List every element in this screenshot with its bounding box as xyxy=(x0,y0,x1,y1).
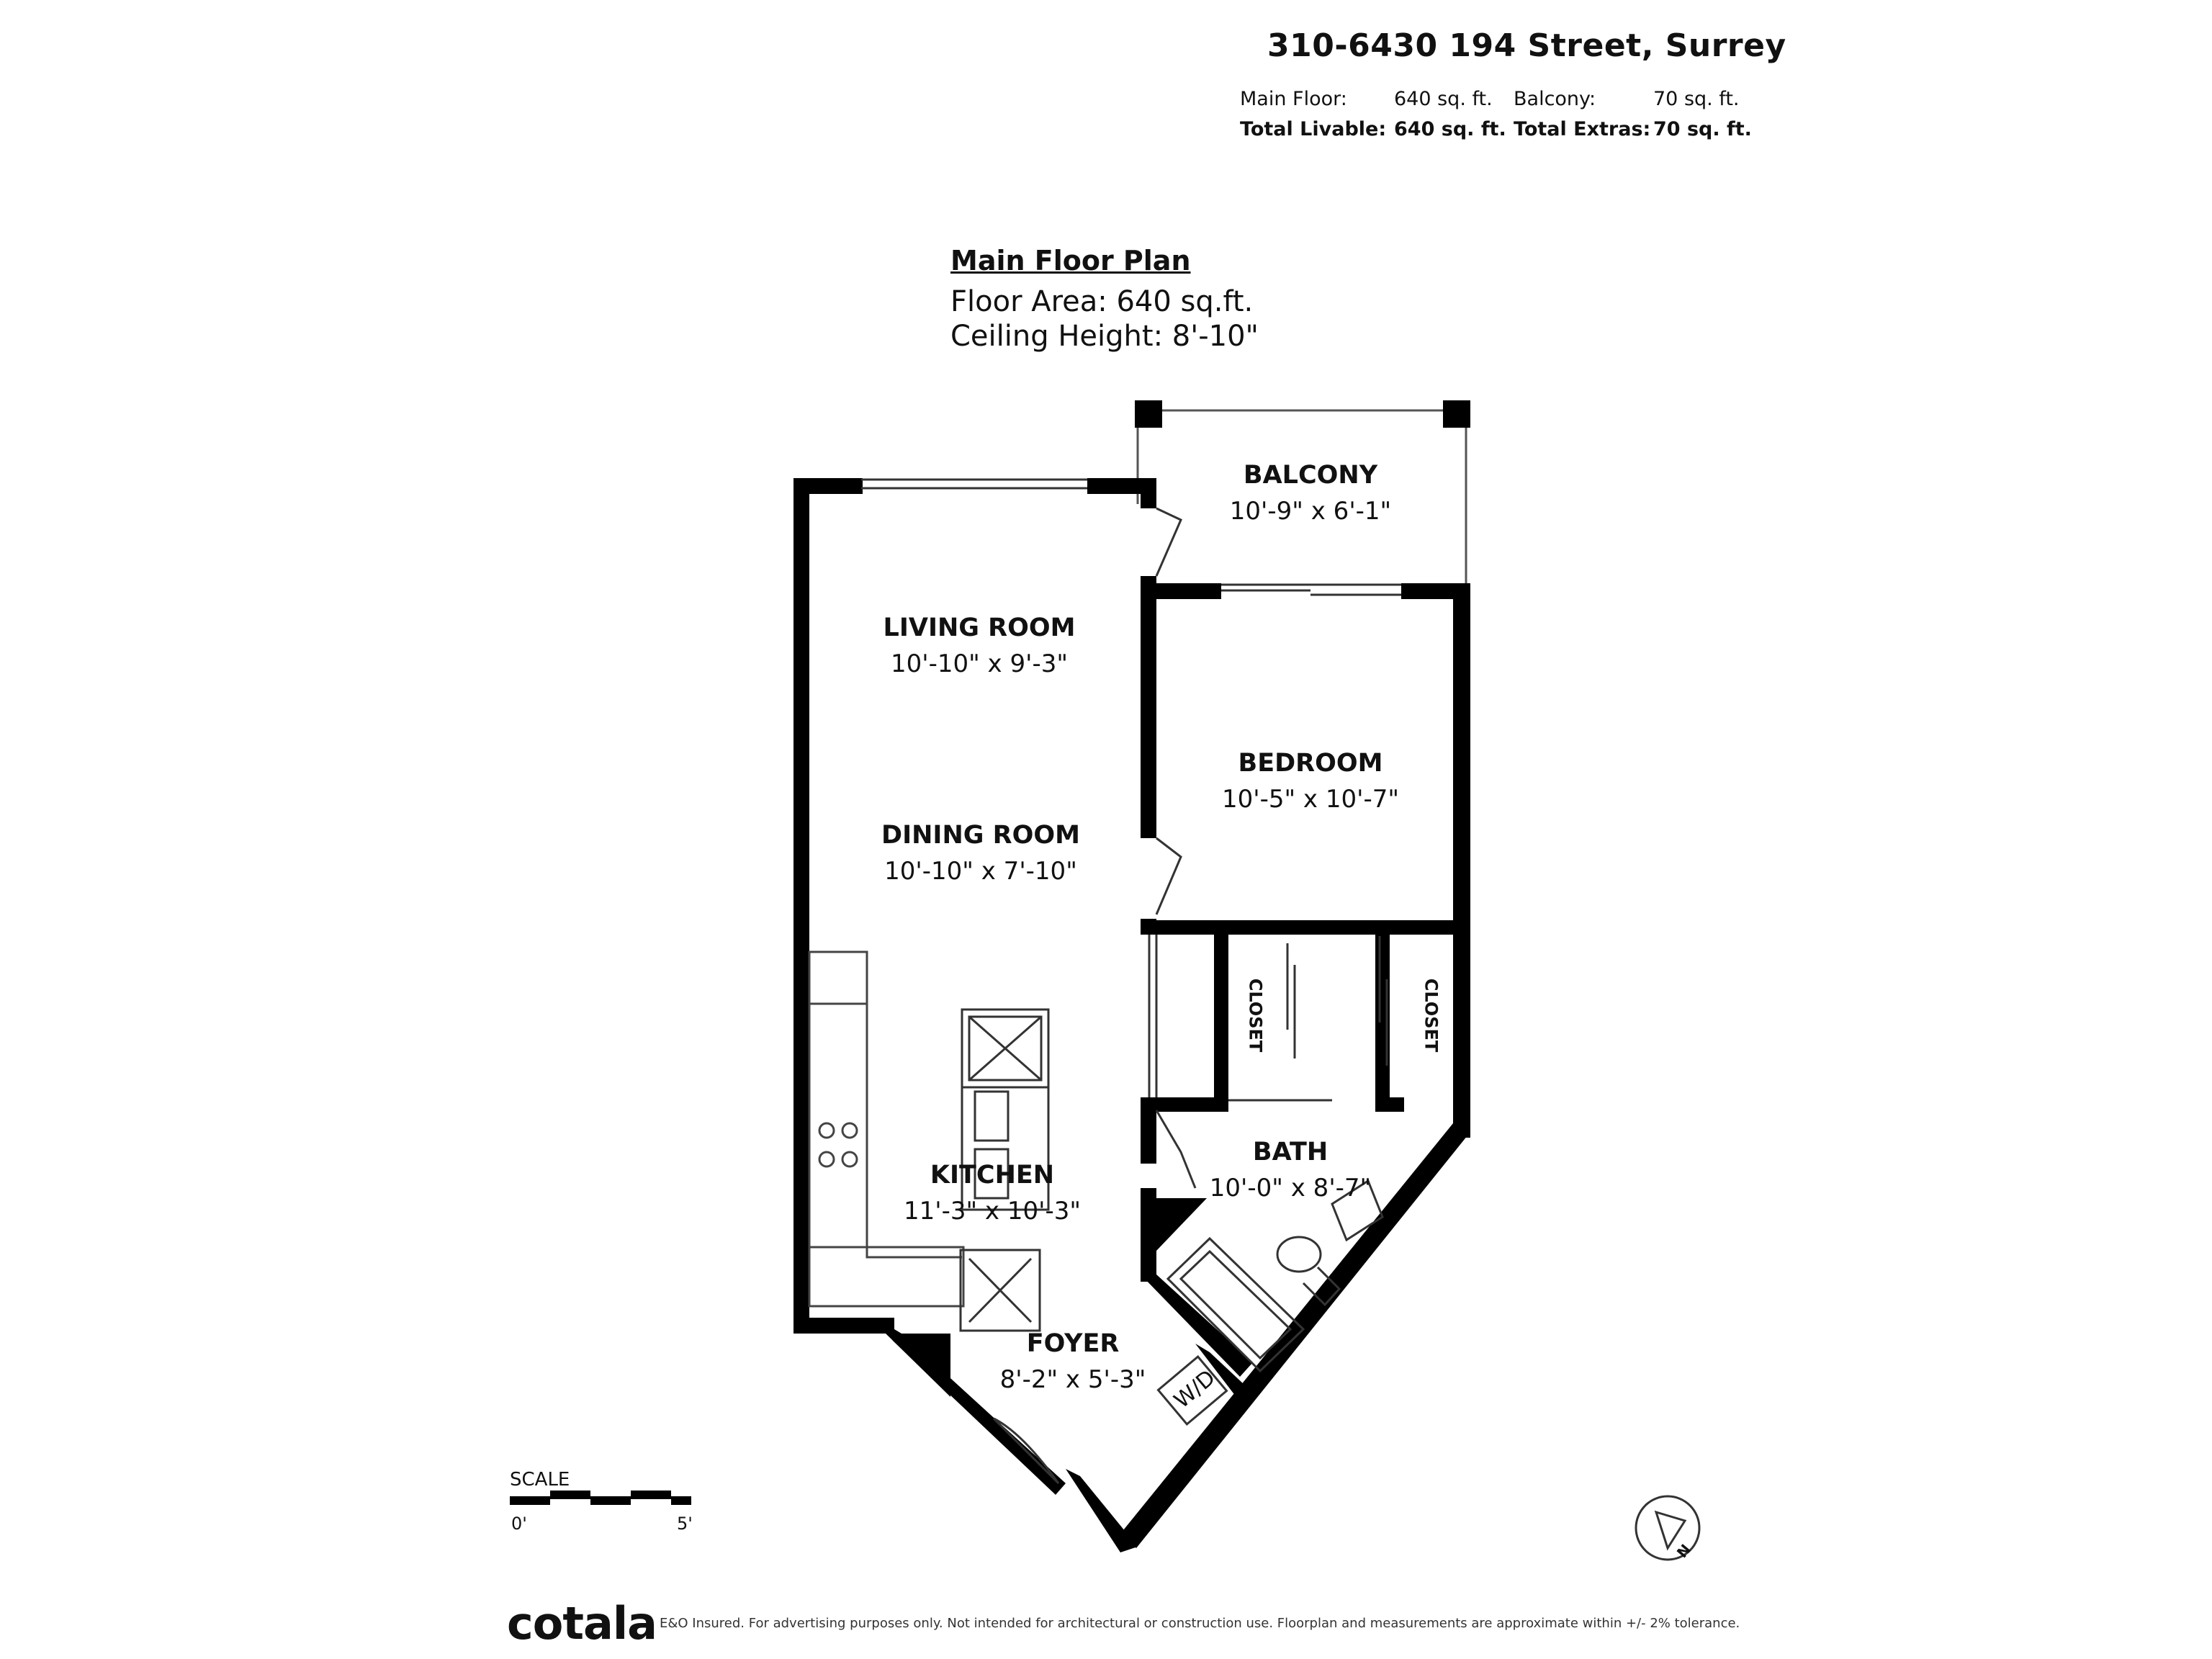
bedroom-name: BEDROOM xyxy=(1238,749,1383,778)
bathtub xyxy=(1166,1236,1305,1373)
bedroom: BEDROOM 10'-5" x 10'-7" xyxy=(1222,749,1399,814)
balcony-name: BALCONY xyxy=(1243,461,1378,490)
floor-area: Floor Area: 640 sq.ft. xyxy=(950,285,1254,318)
scale-bar xyxy=(510,1491,691,1505)
scale-end: 5' xyxy=(677,1514,693,1534)
dining-room: DINING ROOM 10'-10" x 7'-10" xyxy=(881,821,1080,886)
bath-dims: 10'-0" x 8'-7" xyxy=(1209,1174,1372,1202)
foyer-room: FOYER 8'-2" x 5'-3" xyxy=(1000,1329,1146,1394)
fridge xyxy=(959,1249,1041,1332)
toilet xyxy=(1276,1236,1341,1307)
balcony-post-right xyxy=(1443,400,1470,428)
wd-box xyxy=(1156,1354,1228,1426)
main-floor-value: 640 sq. ft. xyxy=(1394,88,1493,110)
compass-icon xyxy=(1635,1495,1701,1561)
bath-sink xyxy=(1331,1179,1384,1242)
bath-lower-wall xyxy=(1141,1274,1253,1377)
total-extras-label: Total Extras: xyxy=(1514,118,1651,140)
dining-room-dims: 10'-10" x 7'-10" xyxy=(884,857,1077,886)
kitchen-dims: 11'-3" x 10'-3" xyxy=(903,1197,1082,1226)
dining-room-name: DINING ROOM xyxy=(881,821,1080,850)
kitchen-name: KITCHEN xyxy=(930,1161,1055,1190)
total-extras-value: 70 sq. ft. xyxy=(1653,118,1752,140)
stove-burners xyxy=(818,1122,858,1168)
foyer-name: FOYER xyxy=(1026,1329,1120,1358)
wd-closet-wall xyxy=(1195,1344,1256,1406)
ceiling-height: Ceiling Height: 8'-10" xyxy=(950,320,1259,353)
sliding-door-bedroom xyxy=(1221,583,1401,596)
disclaimer: E&O Insured. For advertising purposes on… xyxy=(660,1616,1740,1631)
brand-logo: cotala xyxy=(507,1597,657,1650)
plan-title: Main Floor Plan xyxy=(950,245,1191,276)
scale-label: SCALE xyxy=(510,1469,570,1491)
balcony-label: Balcony: xyxy=(1514,88,1596,110)
closet-left-label: CLOSET xyxy=(1245,978,1266,1053)
bedroom-dims: 10'-5" x 10'-7" xyxy=(1221,785,1400,814)
doors xyxy=(992,507,1197,1485)
foyer-wedge xyxy=(886,1334,950,1397)
balcony-post-left xyxy=(1135,400,1162,428)
balcony-value: 70 sq. ft. xyxy=(1653,88,1740,110)
bath-corner-wedge xyxy=(1141,1198,1207,1267)
kitchen-island xyxy=(961,1008,1050,1211)
total-livable-label: Total Livable: xyxy=(1240,118,1387,140)
living-room-name: LIVING ROOM xyxy=(883,613,1076,642)
balcony-room: BALCONY 10'-9" x 6'-1" xyxy=(1230,461,1391,526)
main-floor-label: Main Floor: xyxy=(1240,88,1347,110)
balcony-dims: 10'-9" x 6'-1" xyxy=(1229,497,1392,526)
living-room-dims: 10'-10" x 9'-3" xyxy=(890,649,1069,678)
foyer-bottom-wall xyxy=(1066,1469,1138,1552)
bath-name: BATH xyxy=(1252,1138,1328,1166)
closet-doors xyxy=(1148,935,1388,1102)
living-room: LIVING ROOM 10'-10" x 9'-3" xyxy=(884,613,1076,678)
window-living xyxy=(861,478,1087,490)
kitchen-counters xyxy=(808,950,965,1308)
exterior-walls xyxy=(793,478,1470,1334)
foyer-dims: 8'-2" x 5'-3" xyxy=(999,1365,1146,1394)
kitchen-room: KITCHEN 11'-3" x 10'-3" xyxy=(904,1161,1081,1226)
bath-room: BATH 10'-0" x 8'-7" xyxy=(1210,1138,1371,1202)
scale-start: 0' xyxy=(511,1514,527,1534)
property-address: 310-6430 194 Street, Surrey xyxy=(1267,27,1786,64)
closet-right-label: CLOSET xyxy=(1421,978,1442,1053)
total-livable-value: 640 sq. ft. xyxy=(1394,118,1506,140)
